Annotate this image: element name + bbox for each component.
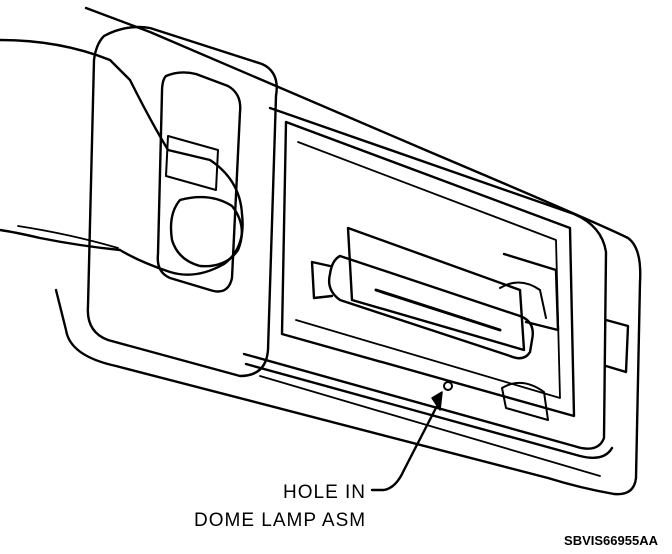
thumb bbox=[169, 195, 244, 268]
finger-line bbox=[17, 225, 119, 249]
right-tab bbox=[604, 318, 630, 374]
lens-removed-outer bbox=[86, 25, 278, 378]
socket-right bbox=[502, 252, 560, 332]
lens-removed-catch bbox=[165, 135, 219, 191]
housing-inner-rim bbox=[242, 106, 608, 450]
bulb-filament bbox=[374, 288, 502, 332]
bulb-contact-left bbox=[310, 260, 334, 300]
lower-clip bbox=[501, 381, 549, 421]
lens-frame bbox=[280, 120, 576, 418]
bulb-body bbox=[327, 254, 534, 360]
callout-label-line1: HOLE IN bbox=[283, 482, 367, 503]
housing-lower-flange bbox=[259, 375, 601, 477]
lens-removed-inner bbox=[156, 71, 242, 293]
callout-label-line2: DOME LAMP ASM bbox=[194, 510, 367, 531]
reflector bbox=[346, 226, 526, 352]
hand-outline bbox=[0, 38, 244, 276]
hole-marker bbox=[443, 381, 453, 391]
lens-frame-inner bbox=[295, 141, 561, 399]
figure-code: SBVIS66955AA bbox=[564, 533, 658, 548]
callout-arrowhead bbox=[431, 391, 443, 411]
housing-bottom-edge bbox=[244, 362, 614, 459]
socket-clip bbox=[499, 281, 547, 319]
callout-leader bbox=[370, 402, 440, 492]
